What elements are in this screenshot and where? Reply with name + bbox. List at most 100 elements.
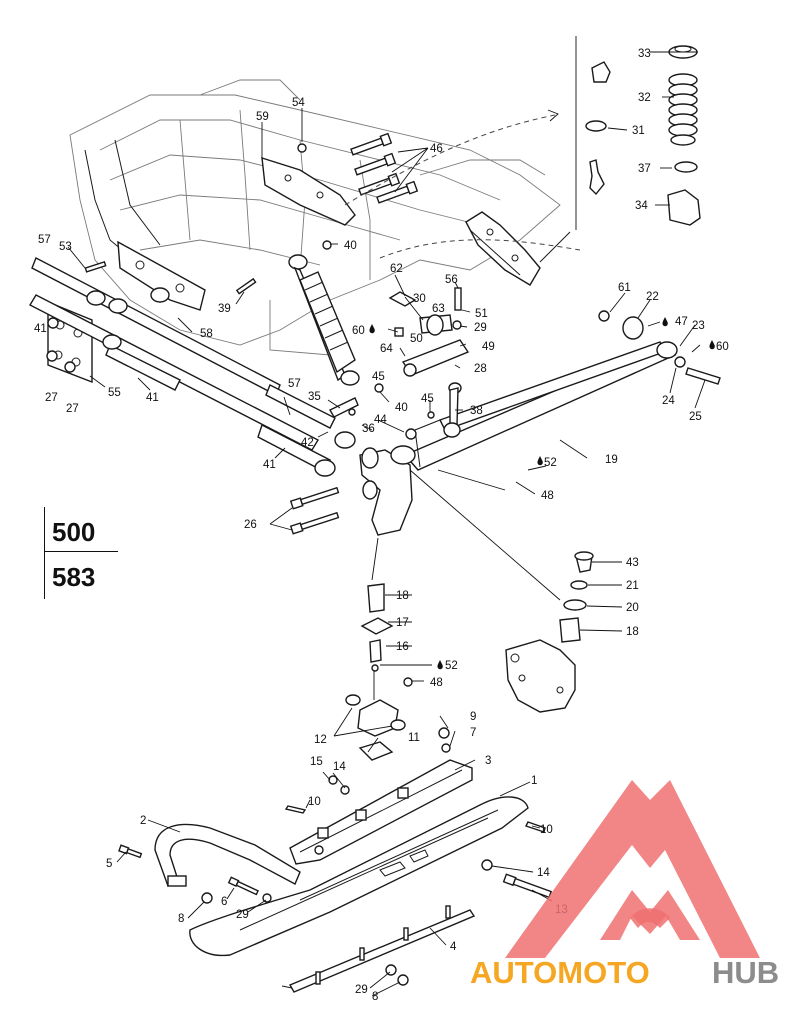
nut-27b [64,361,76,373]
callout-48b: 48 [430,677,443,689]
model-box-divider-vertical [44,507,45,599]
ski-handle [154,823,301,888]
callout-57a: 57 [38,234,51,246]
callout-11: 11 [408,732,420,744]
callout-41a: 41 [34,323,47,335]
callout-64: 64 [380,343,393,355]
spindle-housing [359,445,416,536]
callout-29a: 29 [474,322,487,334]
callout-32: 32 [638,92,651,104]
callout-29c: 29 [355,984,368,996]
cap-and-washers [559,551,594,643]
callout-42: 42 [301,437,314,449]
nut-40 [322,240,332,250]
callout-27a: 27 [45,392,58,404]
callout-49: 49 [482,341,495,353]
callout-52a: 52 [544,457,557,469]
callout-39: 39 [218,303,231,315]
model-box-divider-horizontal [44,551,118,552]
callout-8b: 8 [372,991,378,1003]
bracket-58 [117,240,206,311]
callout-44: 44 [374,414,387,426]
nut-54 [297,143,307,153]
callout-40a: 40 [344,240,357,252]
callout-57b: 57 [288,378,301,390]
callout-43: 43 [626,557,639,569]
callout-60b: 60 [716,341,729,353]
callout-9: 9 [470,711,476,723]
callout-19: 19 [605,454,618,466]
model-number-500: 500 [52,517,96,547]
logo-inner-mark [630,908,670,928]
logo-text-hub: HUB [712,955,779,990]
callout-23: 23 [692,320,705,332]
callout-25: 25 [689,411,702,423]
callout-34: 34 [635,200,648,212]
callout-38: 38 [470,405,483,417]
bushing-22 [622,316,644,340]
dashed-arrow-2 [379,239,581,259]
spindle-guide-line [409,469,561,601]
logo-text-automoto: AUTOMOTO [470,955,650,990]
callout-4: 4 [450,941,457,953]
shock-absorber [288,254,360,386]
callout-17: 17 [396,617,409,629]
bolt-39 [235,277,257,295]
callout-10b: 10 [540,824,553,836]
nut-27a [46,350,58,362]
mounting-bracket [261,157,356,226]
bolts-26 [289,486,340,535]
callout-55: 55 [108,387,121,399]
callout-6: 6 [221,896,227,908]
callout-14a: 14 [333,761,346,773]
callout-41c: 41 [263,459,276,471]
callout-45a: 45 [372,371,385,383]
callout-48a: 48 [541,490,554,502]
guide-52 [437,469,506,491]
callout-50: 50 [410,333,423,345]
steering-column-bracket [465,211,571,286]
callout-26: 26 [244,519,257,531]
callout-12: 12 [314,734,327,746]
callout-10a: 10 [308,796,321,808]
washer-61 [598,310,610,322]
logo-triangle [505,780,760,958]
callout-63: 63 [432,303,445,315]
lubricant-drop-icon [369,317,715,670]
callout-29b: 29 [236,909,249,921]
ski-leg [289,759,473,865]
a-arm [403,341,678,471]
callout-56: 56 [445,274,458,286]
knuckle [505,639,576,713]
callout-62: 62 [390,263,403,275]
arrow-head [547,109,559,122]
dashed-arrow [344,114,556,206]
model-number-583: 583 [52,562,96,592]
callout-40b: 40 [395,402,408,414]
watermark-logo: AUTOMOTO HUB [470,780,779,990]
callout-58: 58 [200,328,213,340]
callout-1: 1 [531,775,537,787]
callout-36: 36 [362,423,375,435]
callout-61: 61 [618,282,631,294]
bushings [86,287,356,477]
callout-16: 16 [396,641,409,653]
callout-33: 33 [638,48,651,60]
ski-body [189,796,529,957]
nut-41 [47,317,59,329]
callout-31: 31 [632,125,645,137]
callout-37: 37 [638,163,651,175]
ski-hardware [118,775,553,986]
callout-53: 53 [59,241,72,253]
callout-54: 54 [292,97,305,109]
callout-15: 15 [310,756,323,768]
callout-24: 24 [662,395,675,407]
callout-35: 35 [308,391,321,403]
washer-24 [674,356,686,368]
callout-7: 7 [470,727,476,739]
callout-labels: 33 32 31 37 34 54 59 46 40 57 53 39 58 4… [34,48,729,1003]
steering-arm-parts [329,287,470,440]
callout-45b: 45 [421,393,434,405]
model-number-box: 500 583 [44,507,118,599]
